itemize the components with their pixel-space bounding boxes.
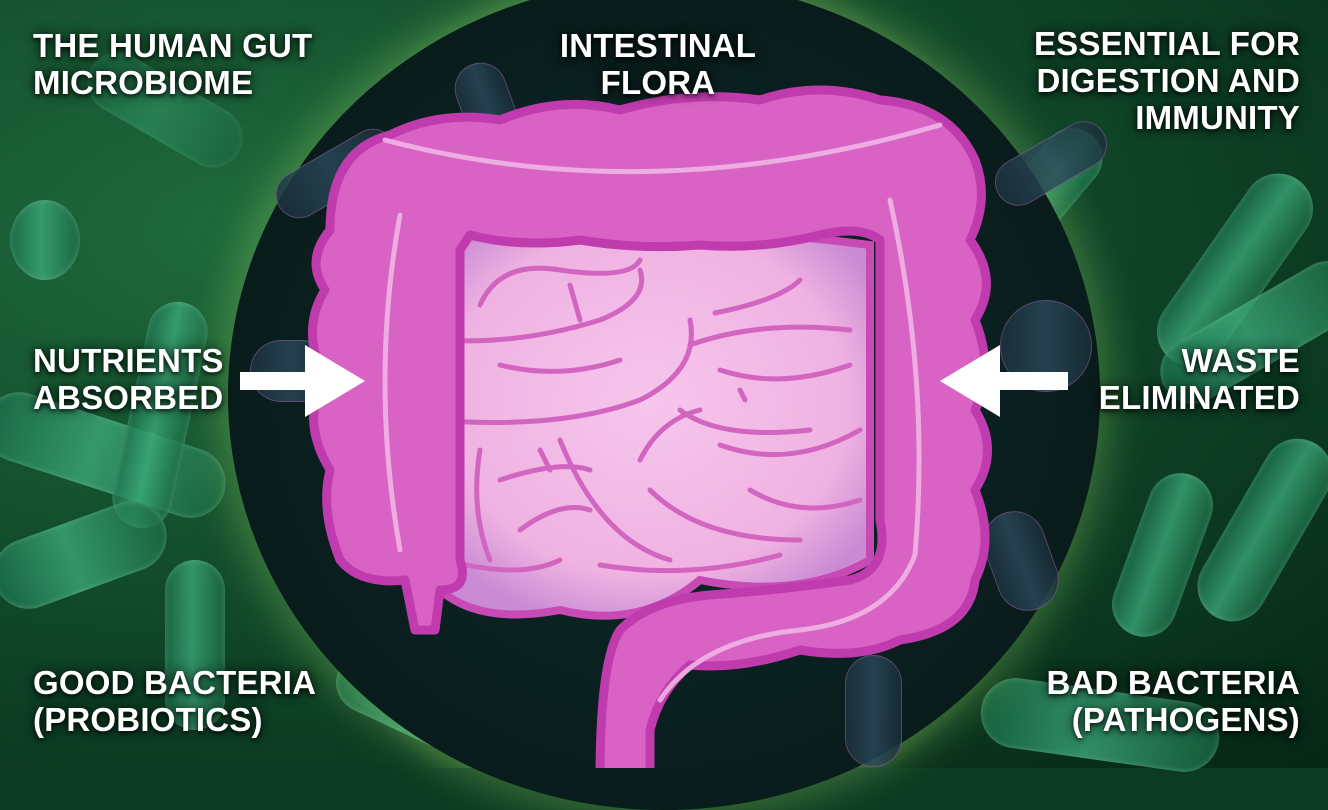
bacterium-icon [10, 200, 80, 280]
label-line: MICROBIOME [33, 64, 254, 101]
label-top-center: INTESTINAL FLORA [540, 27, 776, 101]
label-line: WASTE [1181, 342, 1300, 379]
label-line: GOOD BACTERIA [33, 664, 317, 701]
label-line: NUTRIENTS [33, 342, 224, 379]
label-mid-left: NUTRIENTS ABSORBED [33, 342, 224, 416]
small-intestine [422, 224, 874, 620]
label-line: ELIMINATED [1098, 379, 1300, 416]
intestine-diagram [240, 85, 1068, 768]
label-line: ESSENTIAL FOR [1033, 25, 1300, 62]
bacterium-icon [845, 655, 902, 767]
label-line: BAD BACTERIA [1046, 664, 1300, 701]
label-mid-right: WASTE ELIMINATED [1099, 342, 1300, 416]
label-bottom-right: BAD BACTERIA (PATHOGENS) [1046, 664, 1300, 738]
bacterium-icon [165, 560, 225, 730]
large-intestine [308, 85, 992, 768]
label-line: INTESTINAL [559, 27, 757, 64]
arrow-left-icon [940, 345, 1068, 417]
label-line: FLORA [600, 64, 716, 101]
label-top-right: ESSENTIAL FOR DIGESTION AND IMMUNITY [1034, 25, 1300, 136]
label-bottom-left: GOOD BACTERIA (PROBIOTICS) [33, 664, 316, 738]
label-line: ABSORBED [33, 379, 224, 416]
label-top-left: THE HUMAN GUT MICROBIOME [33, 27, 312, 101]
arrow-right-icon [240, 345, 365, 417]
label-line: (PATHOGENS) [1071, 701, 1300, 738]
label-line: DIGESTION AND [1036, 62, 1300, 99]
label-line: IMMUNITY [1135, 99, 1300, 136]
label-line: THE HUMAN GUT [33, 27, 313, 64]
label-line: (PROBIOTICS) [33, 701, 263, 738]
